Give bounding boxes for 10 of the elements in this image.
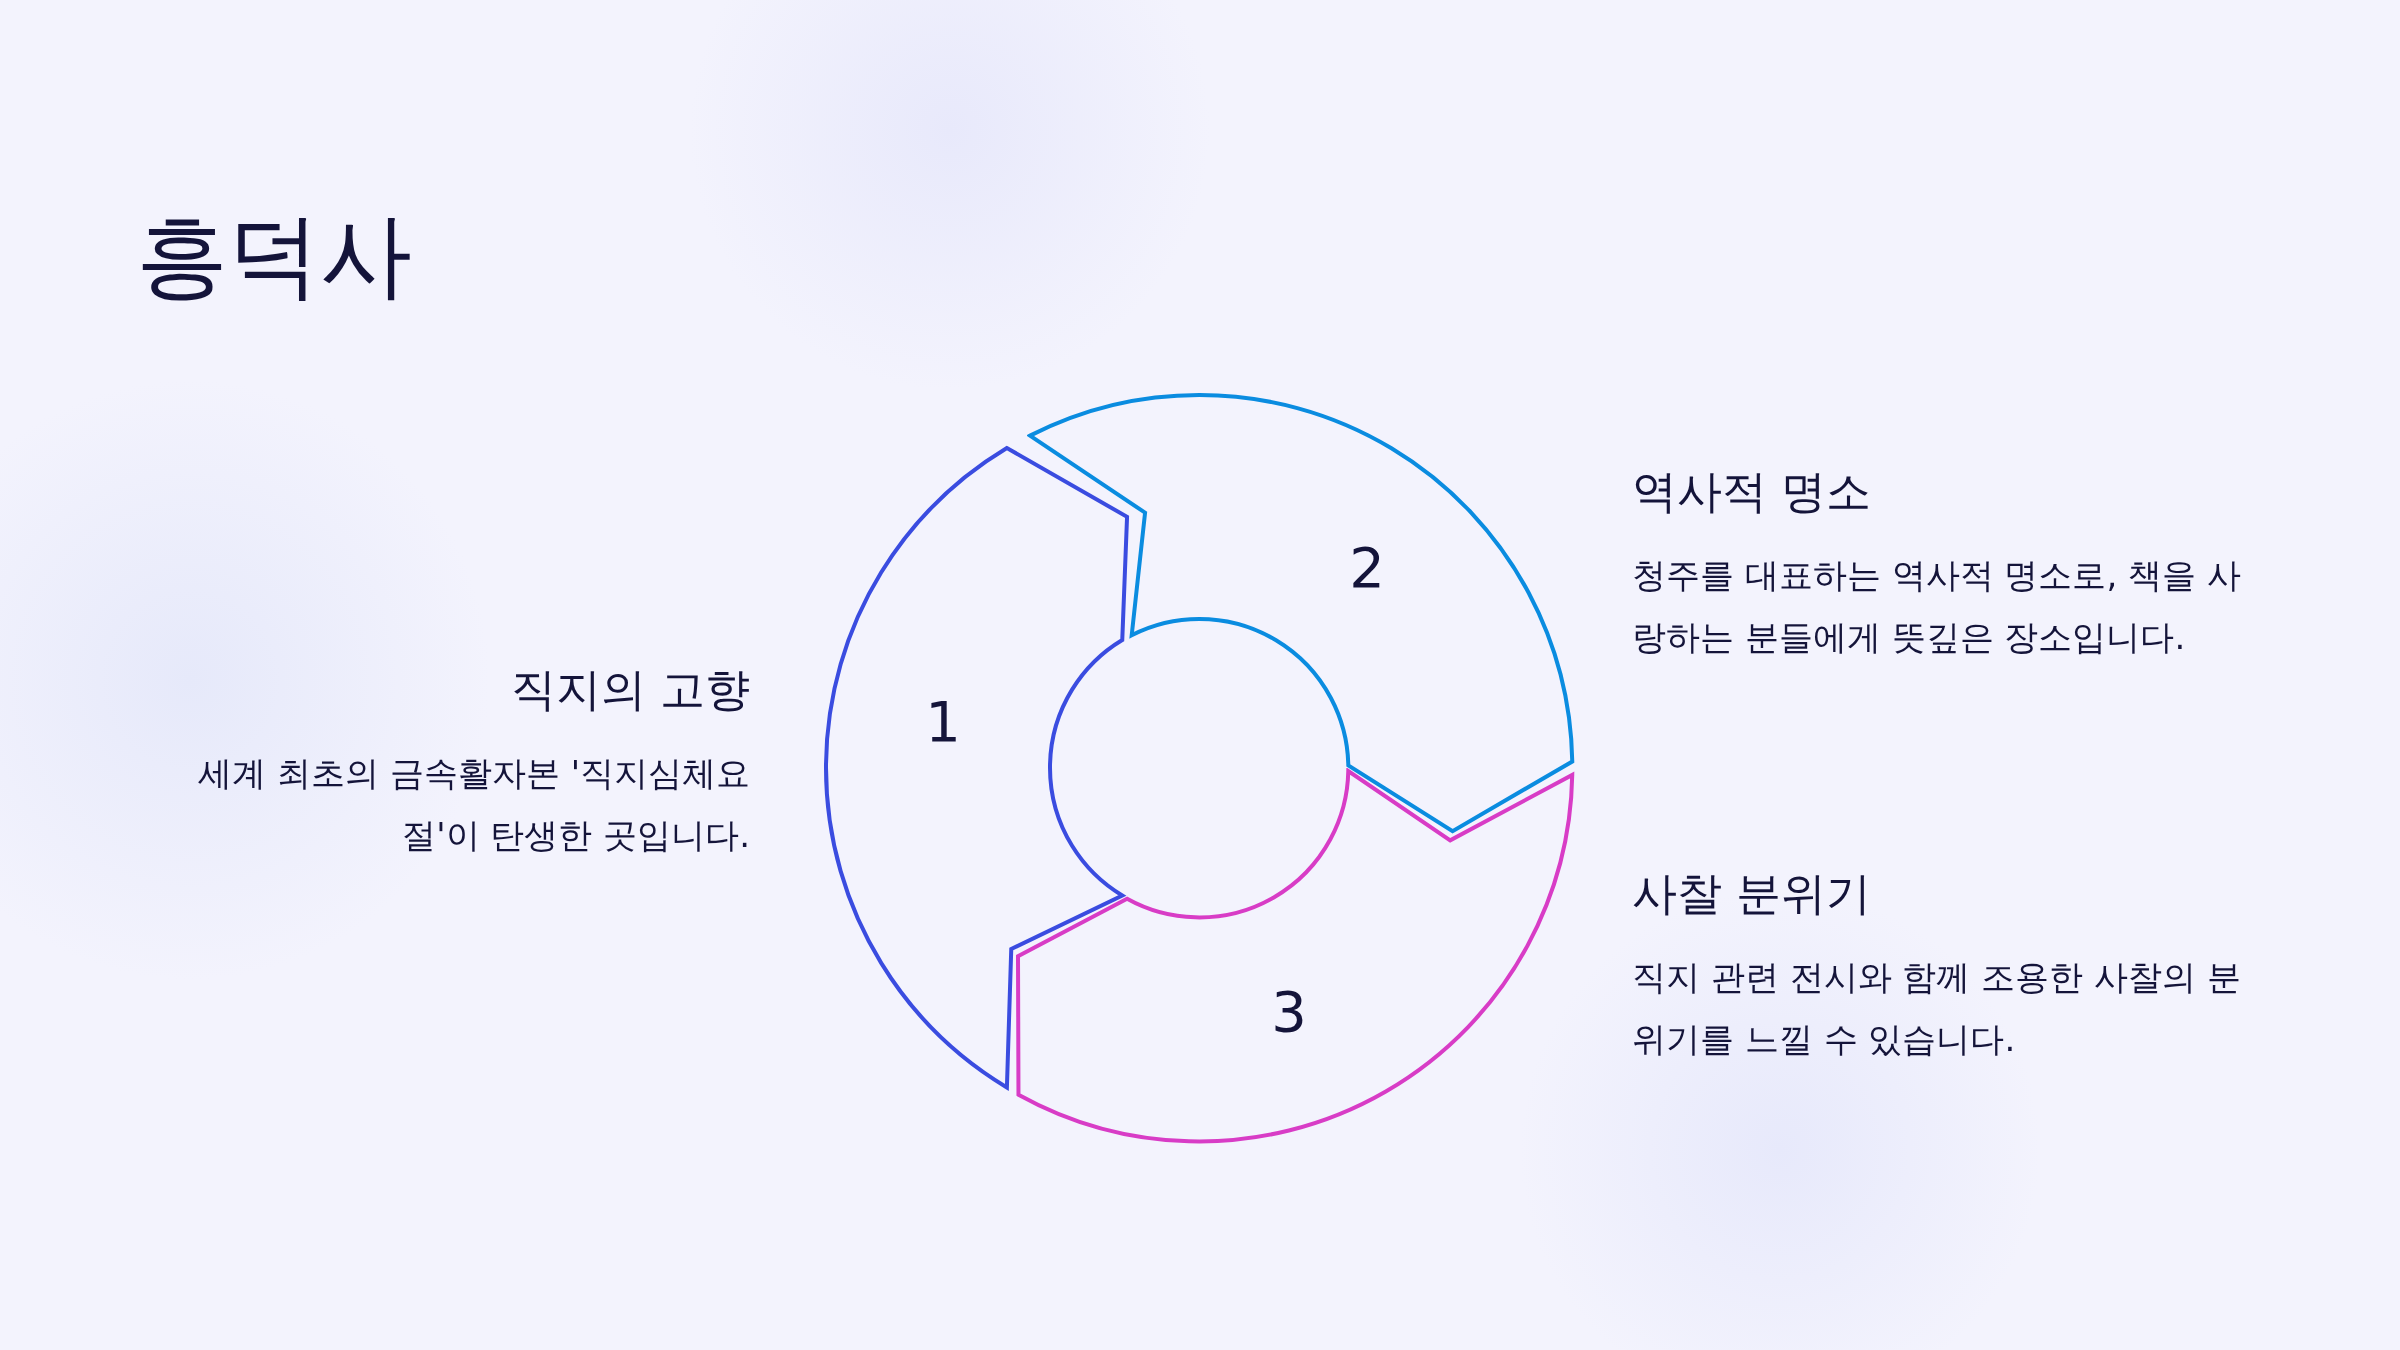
step-number: 2 — [1349, 536, 1385, 600]
heading: 직지의 고향 — [510, 662, 750, 718]
heading: 사찰 분위기 — [1632, 866, 1872, 922]
description: 세계 최초의 금속활자본 '직지심체요절'이 탄생한 곳입니다. — [197, 752, 750, 857]
description: 직지 관련 전시와 함께 조용한 사찰의 분위기를 느낄 수 있습니다. — [1632, 956, 2242, 1061]
heading: 역사적 명소 — [1632, 464, 1872, 520]
step-number: 1 — [925, 690, 961, 754]
title: 흥덕사 — [136, 201, 412, 311]
description: 청주를 대표하는 역사적 명소로, 책을 사랑하는 분들에게 뜻깊은 장소입니다. — [1632, 554, 2242, 659]
step-number: 3 — [1271, 980, 1307, 1044]
